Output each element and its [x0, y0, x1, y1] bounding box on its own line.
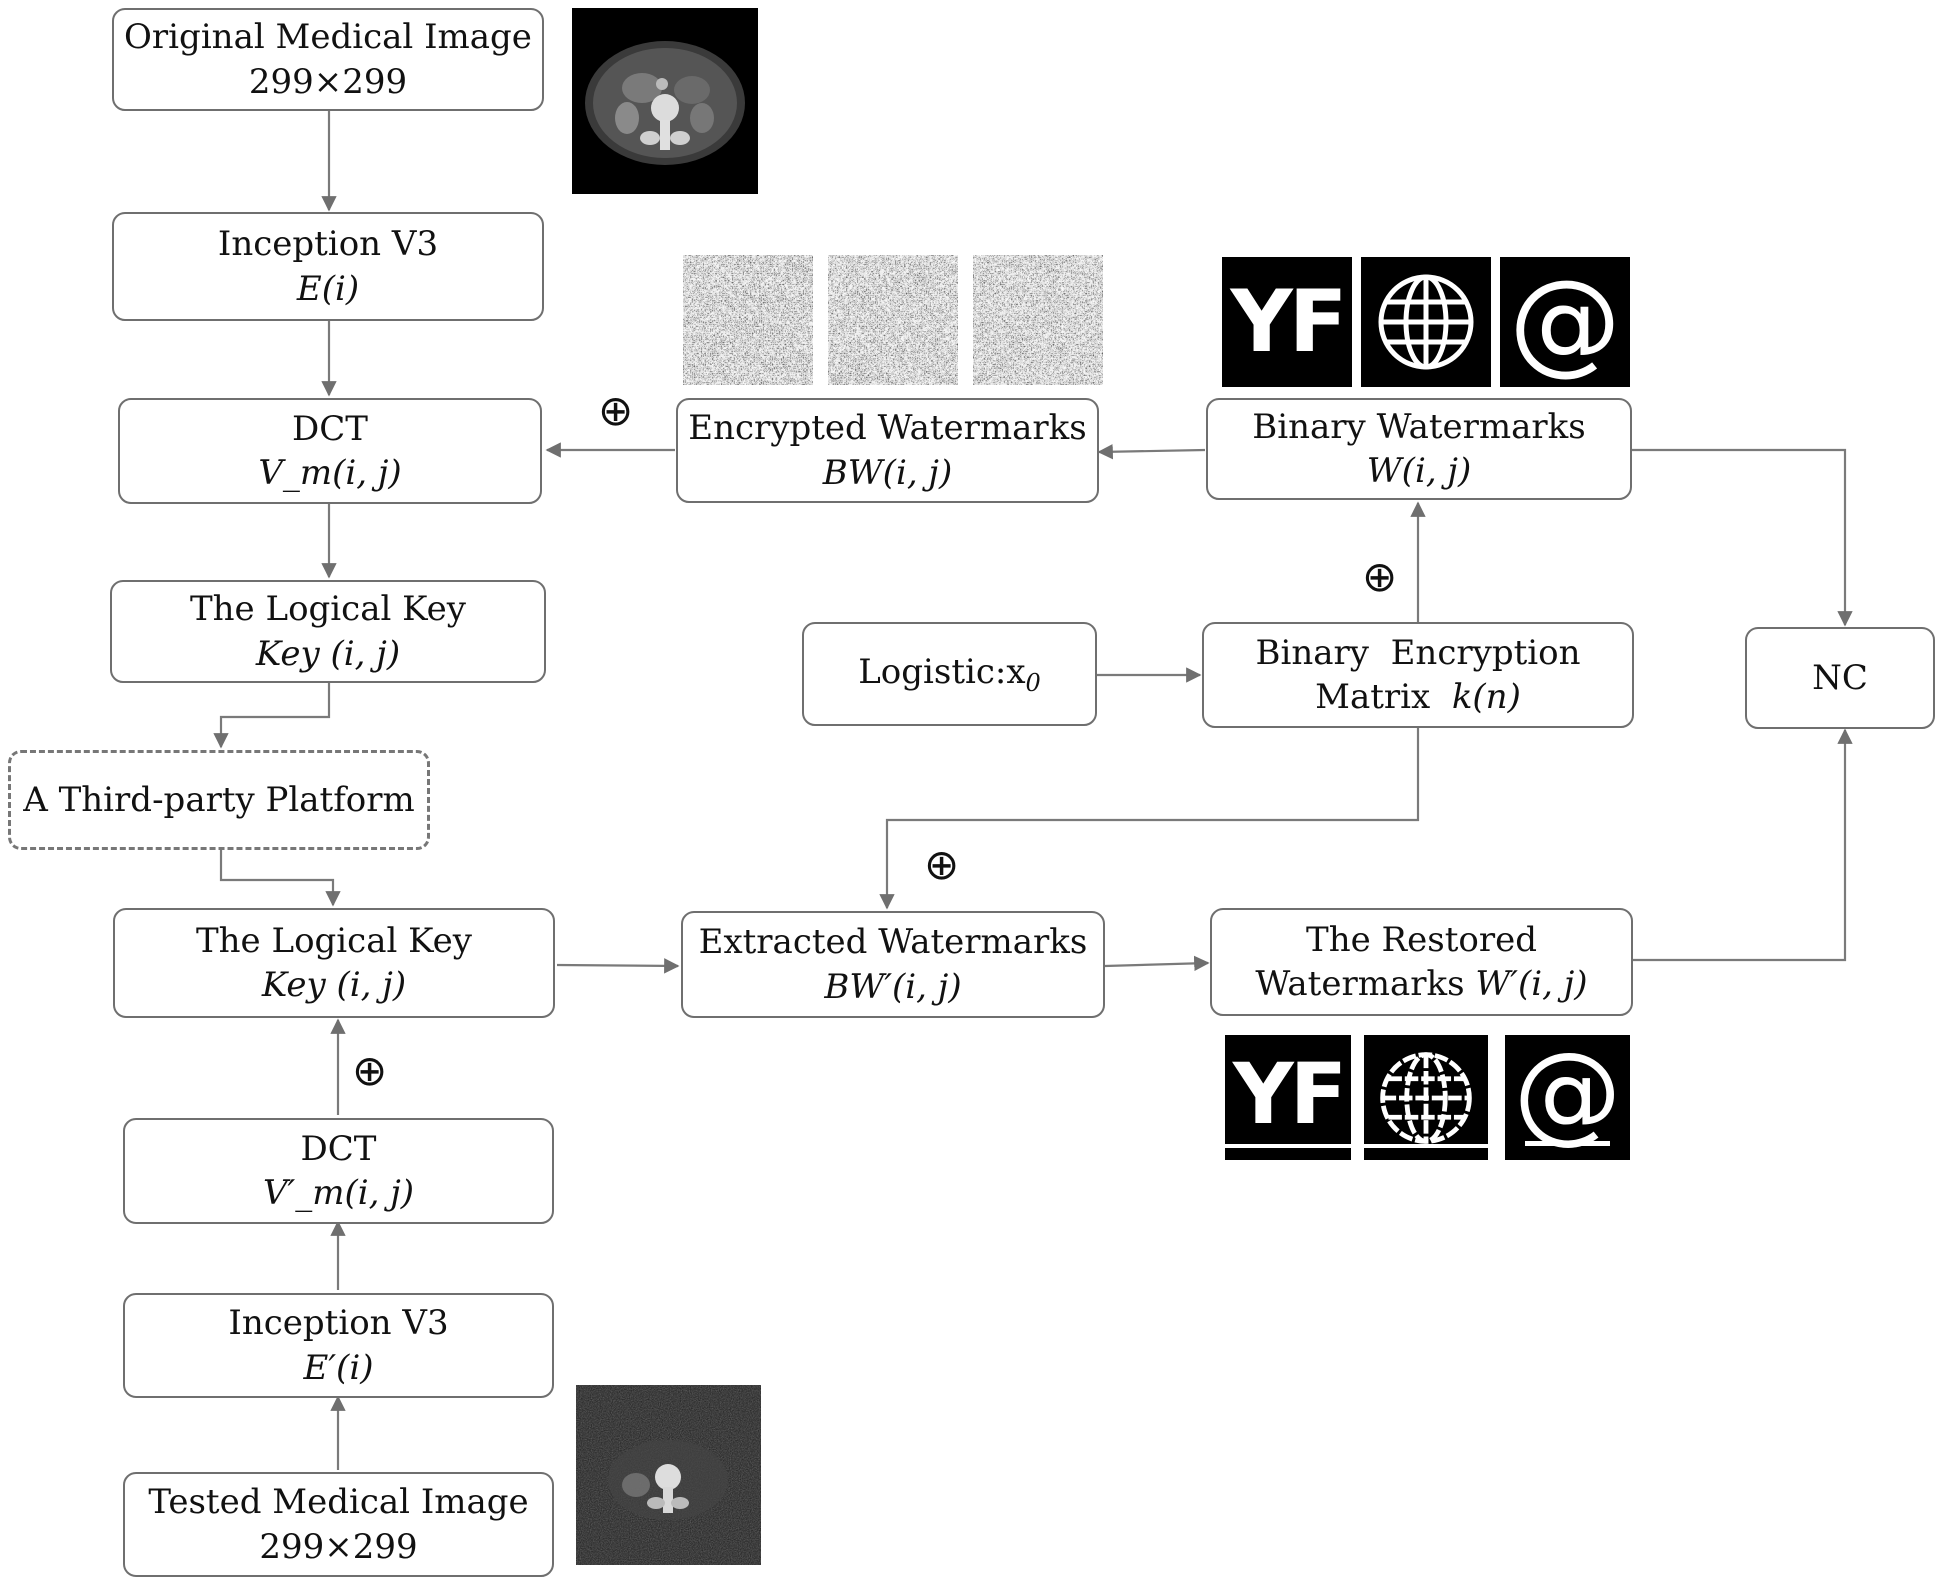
- logistic-subscript: 0: [1025, 668, 1041, 697]
- logical-key-box: The Logical Key Key (i, j): [110, 580, 546, 683]
- binary-watermark-at: @: [1500, 257, 1630, 387]
- arrow-rest-to-nc: [1632, 728, 1853, 962]
- restored-artifact-line: [1364, 1144, 1488, 1148]
- box-sublabel: 299×299: [248, 61, 408, 102]
- box-sublabel: 299×299: [259, 1526, 418, 1567]
- box-formula: BW(i, j): [822, 452, 953, 493]
- restored-artifact-line: [1225, 1144, 1351, 1148]
- arrow-third-to-key2: [219, 850, 341, 907]
- box-formula: Key (i, j): [261, 965, 407, 1005]
- restored-watermark-at: @: [1505, 1035, 1630, 1160]
- encrypted-watermark-image: [683, 255, 813, 385]
- binary-watermarks-box: Binary Watermarks W(i, j): [1206, 398, 1632, 500]
- box-formula: V′_m(i, j): [262, 1173, 415, 1213]
- encrypted-watermarks-box: Encrypted Watermarks BW(i, j): [676, 398, 1099, 503]
- box-label: The Logical Key: [189, 589, 466, 630]
- box-label: Inception V3: [217, 224, 439, 265]
- arrow-key-to-third: [213, 682, 331, 749]
- box-label: Inception V3: [228, 1303, 449, 1344]
- matrix-label: Matrix: [1315, 677, 1452, 717]
- box-formula: BW′(i, j): [824, 966, 962, 1007]
- box-label: The Logical Key: [195, 920, 472, 961]
- globe-icon: [1380, 1051, 1472, 1144]
- dct-box-2: DCT V′_m(i, j): [123, 1118, 554, 1224]
- extracted-watermarks-box: Extracted Watermarks BW′(i, j): [681, 911, 1105, 1018]
- arrow-binenc-to-extr: [879, 727, 1420, 910]
- box-label: Logistic:x0: [858, 650, 1041, 699]
- box-formula: V_m(i, j): [258, 453, 402, 493]
- restored-artifact-line: [1525, 1141, 1610, 1146]
- box-formula: Key (i, j): [255, 633, 401, 674]
- original-ct-scan-image: [572, 8, 758, 194]
- box-label: DCT: [300, 1128, 377, 1169]
- box-formula: E(i): [296, 268, 360, 309]
- tested-medical-image-box: Tested Medical Image 299×299: [123, 1472, 554, 1577]
- logistic-label: Logistic:x: [858, 651, 1026, 692]
- box-label: The Restored: [1306, 919, 1537, 960]
- restored-watermark-globe: [1364, 1035, 1488, 1160]
- arrow-extr-to-rest: [1104, 955, 1210, 972]
- binary-encryption-matrix-box: Binary Encryption Matrix k(n): [1202, 622, 1634, 728]
- box-label: Binary Encryption: [1255, 632, 1581, 673]
- logical-key-box-2: The Logical Key Key (i, j): [113, 908, 555, 1018]
- watermark-text: YF: [1230, 272, 1347, 372]
- xor-operator: ⊕: [352, 1046, 388, 1095]
- box-formula: W′(i, j): [1475, 964, 1588, 1004]
- box-label: NC: [1812, 657, 1868, 698]
- watermarks-label: Watermarks: [1255, 964, 1476, 1004]
- nc-box: NC: [1745, 627, 1935, 729]
- box-label: Tested Medical Image: [148, 1482, 529, 1523]
- third-party-platform-box: A Third-party Platform: [8, 750, 430, 850]
- binary-watermark-yf: YF: [1222, 257, 1352, 387]
- box-label: DCT: [292, 408, 368, 449]
- original-medical-image-box: Original Medical Image 299×299: [112, 8, 544, 111]
- inception-v3-box: Inception V3 E(i): [112, 212, 544, 321]
- tested-ct-scan-image: [576, 1385, 761, 1565]
- box-formula: E′(i): [303, 1347, 374, 1388]
- restored-watermark-yf: YF: [1225, 1035, 1351, 1160]
- box-label: Original Medical Image: [124, 17, 532, 58]
- box-label: Binary Watermarks: [1252, 406, 1586, 447]
- watermark-text: @: [1513, 1029, 1622, 1155]
- encrypted-watermark-image: [828, 255, 958, 385]
- restored-watermarks-box: The Restored Watermarks W′(i, j): [1210, 908, 1633, 1016]
- xor-operator: ⊕: [598, 386, 634, 435]
- dct-box: DCT V_m(i, j): [118, 398, 542, 504]
- xor-operator: ⊕: [924, 840, 960, 889]
- arrow-bin-to-enc: [1097, 444, 1206, 460]
- encrypted-watermark-image: [973, 255, 1103, 385]
- box-formula: W(i, j): [1366, 451, 1472, 491]
- logistic-box: Logistic:x0: [802, 622, 1097, 726]
- box-label: A Third-party Platform: [23, 779, 415, 820]
- binary-watermark-globe: [1361, 257, 1491, 387]
- watermark-text: @: [1509, 257, 1621, 387]
- box-label: Encrypted Watermarks: [688, 408, 1087, 449]
- box-label: Extracted Watermarks: [698, 922, 1088, 963]
- box-sublabel: Matrix k(n): [1315, 675, 1521, 719]
- globe-icon: [1378, 274, 1474, 370]
- arrow-bin-to-nc: [1632, 448, 1853, 627]
- xor-operator: ⊕: [1362, 552, 1398, 601]
- inception-v3-box-2: Inception V3 E′(i): [123, 1293, 554, 1398]
- box-sublabel: Watermarks W′(i, j): [1255, 962, 1587, 1006]
- watermark-text: YF: [1232, 1044, 1347, 1143]
- box-formula: k(n): [1451, 677, 1521, 717]
- arrow-key2-to-extr: [556, 958, 680, 974]
